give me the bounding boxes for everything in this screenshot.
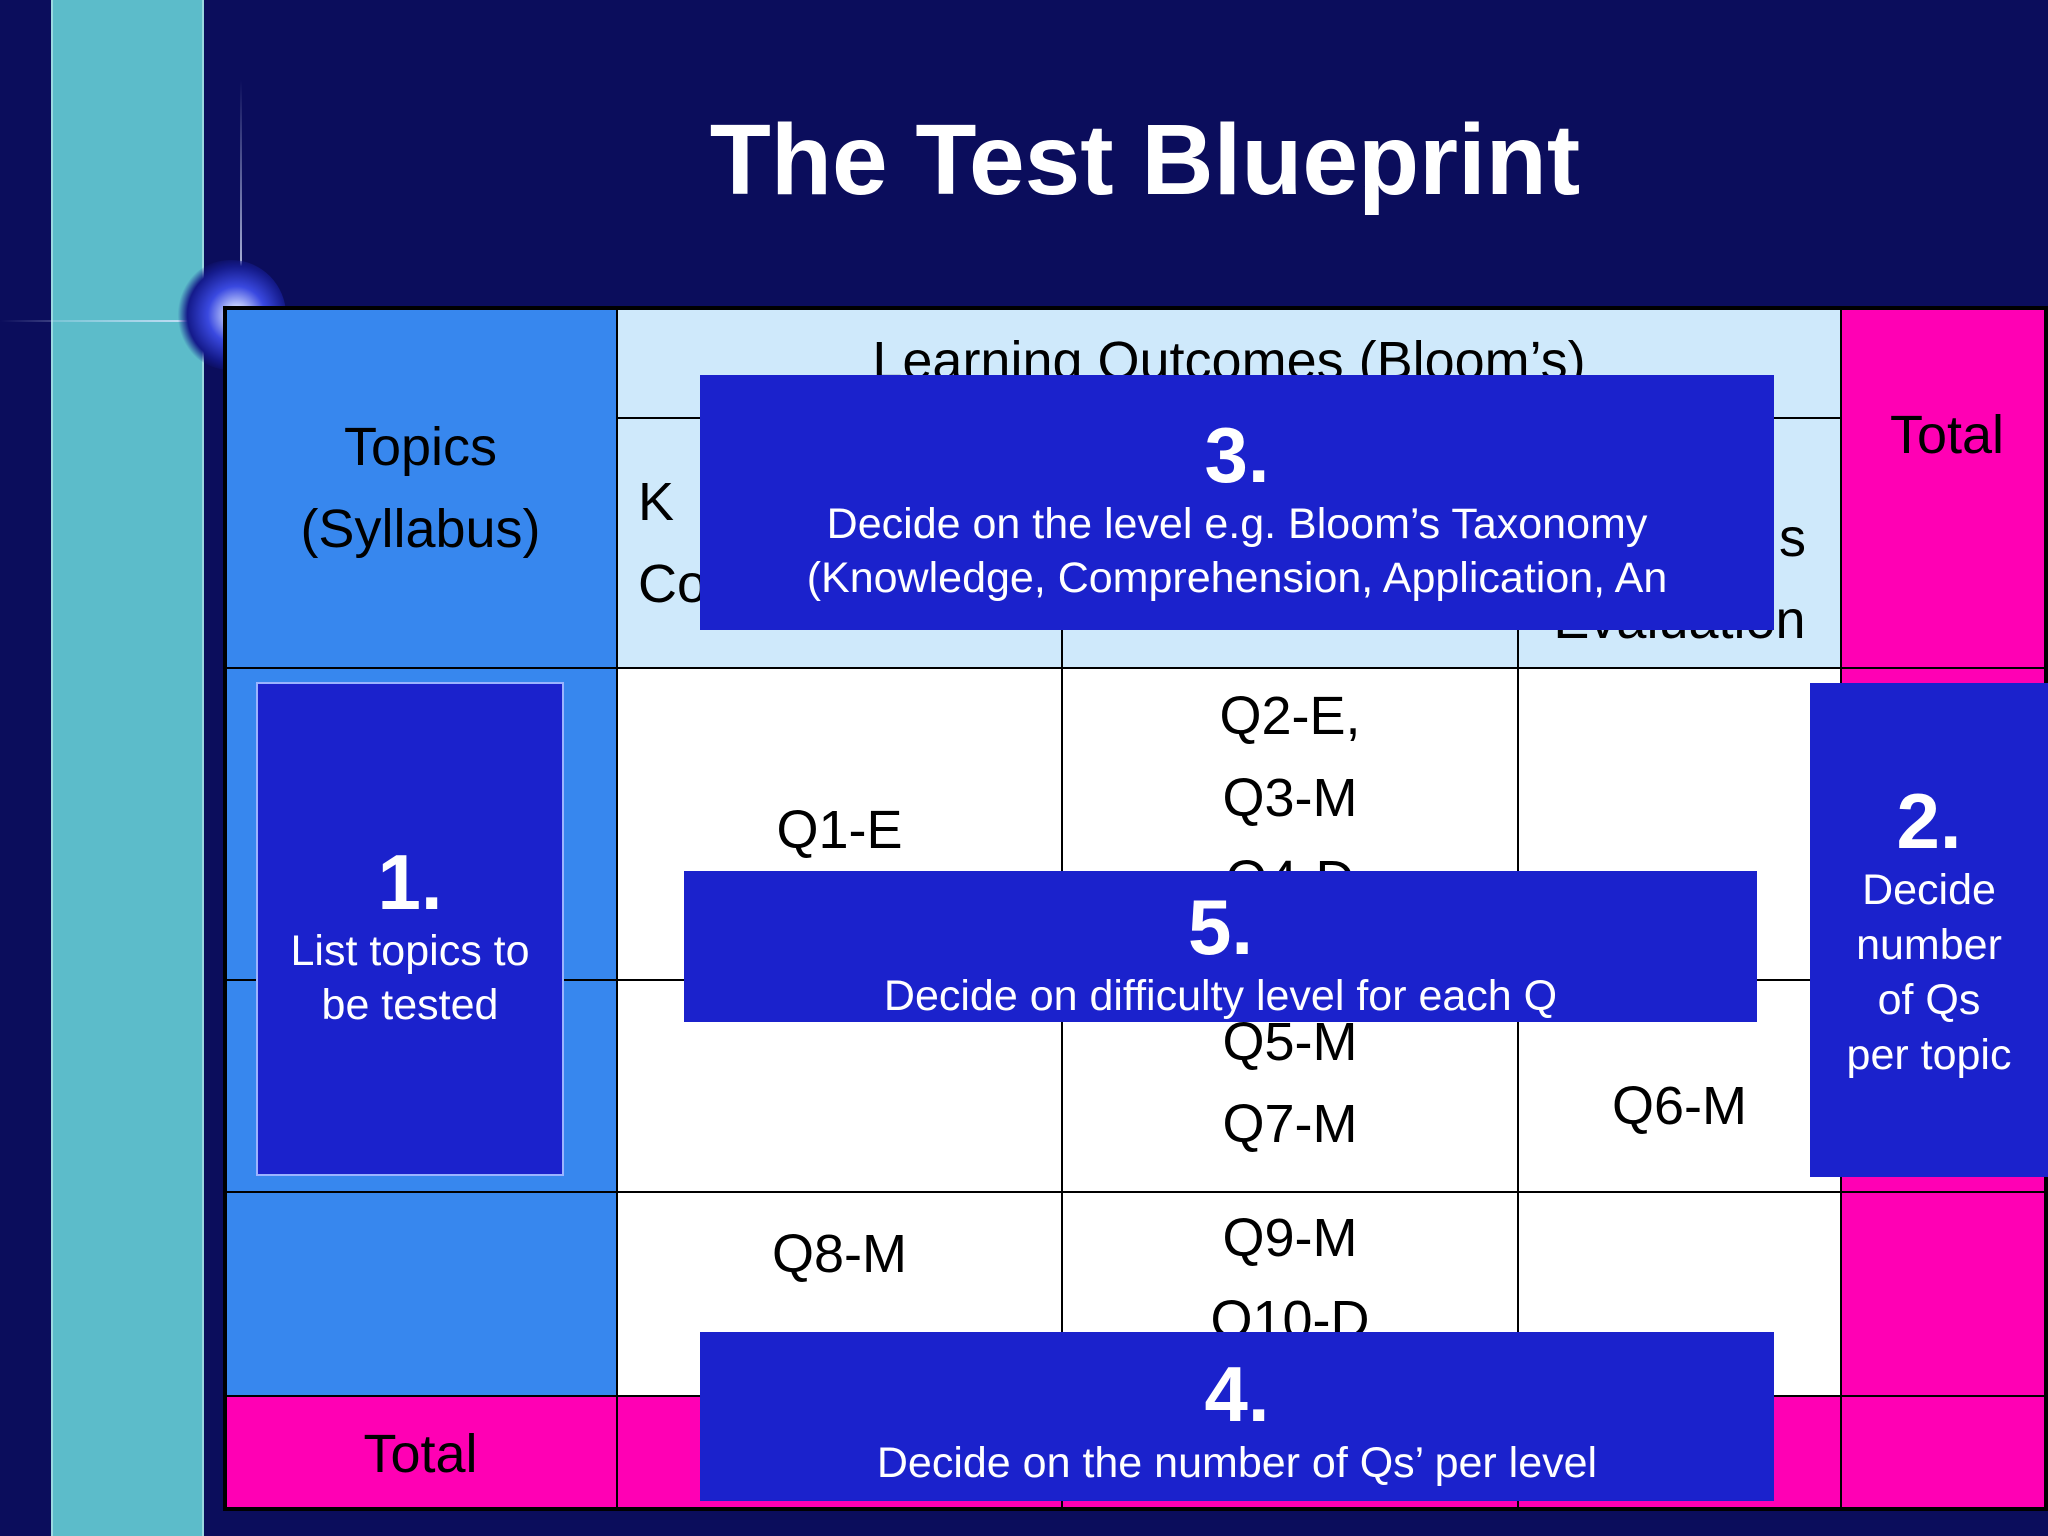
topics-header-line1: Topics — [343, 416, 498, 477]
cell-r2-c3-text: Q6-M — [1612, 1076, 1747, 1136]
grand-total — [1840, 1395, 2044, 1507]
step3-number: 3. — [1204, 411, 1270, 499]
topic-row3 — [227, 1191, 618, 1397]
step4-box: 4. Decide on the number of Qs’ per level — [700, 1332, 1774, 1501]
step1-text-line2: be tested — [321, 981, 499, 1029]
cell-r3-c2-line1: Q9-M — [1222, 1208, 1358, 1268]
step2-box: 2. Decide number of Qs per topic — [1810, 683, 2048, 1177]
total-row3 — [1840, 1191, 2044, 1397]
step5-number: 5. — [1187, 883, 1254, 971]
cell-r2-c2-line1: Q5-M — [1222, 1012, 1358, 1072]
step5-box: 5. Decide on difficulty level for each Q — [684, 871, 1757, 1022]
total-row-label-cell: Total — [227, 1395, 618, 1507]
topics-header-line2: (Syllabus) — [300, 498, 541, 559]
step1-number: 1. — [377, 838, 443, 926]
step5-text: Decide on difficulty level for each Q — [883, 972, 1558, 1020]
cell-r2-c2-line2: Q7-M — [1222, 1094, 1358, 1154]
step3-box: 3. Decide on the level e.g. Bloom’s Taxo… — [700, 375, 1774, 630]
cell-r1-c2-line2: Q3-M — [1222, 768, 1358, 828]
slide-title: The Test Blueprint — [709, 104, 1581, 216]
step4-text: Decide on the number of Qs’ per level — [876, 1439, 1598, 1487]
step2-text-line4: per topic — [1846, 1031, 2012, 1079]
step3-text-line1: Decide on the level e.g. Bloom’s Taxonom… — [826, 500, 1648, 548]
lens-flare-vertical — [240, 80, 242, 380]
cell-r1-c2-line1: Q2-E, — [1219, 686, 1361, 746]
level-col1-line1: K — [638, 472, 675, 532]
step2-number: 2. — [1896, 777, 1962, 865]
left-decorative-stripe — [51, 0, 204, 1536]
step1-box: 1. List topics to be tested — [256, 682, 564, 1176]
step2-text-line1: Decide — [1862, 866, 1996, 914]
topics-header: Topics (Syllabus) — [227, 310, 618, 669]
level-col3-line1: s — [1779, 508, 1806, 568]
lens-flare-horizontal — [0, 320, 300, 322]
step2-text-line2: number — [1856, 921, 2002, 969]
step2-text-line3: of Qs — [1877, 976, 1981, 1024]
total-column-header-text: Total — [1889, 405, 2005, 465]
total-column-header: Total — [1840, 310, 2044, 669]
level-col1-line2: Co — [638, 554, 708, 614]
cell-r3-c1-text: Q8-M — [772, 1224, 907, 1284]
step1-text-line1: List topics to — [290, 927, 530, 975]
step3-text-line2: (Knowledge, Comprehension, Application, … — [806, 554, 1668, 602]
cell-r1-c1-text: Q1-E — [776, 800, 903, 860]
total-row-label: Total — [363, 1424, 478, 1484]
step4-number: 4. — [1204, 1350, 1270, 1438]
